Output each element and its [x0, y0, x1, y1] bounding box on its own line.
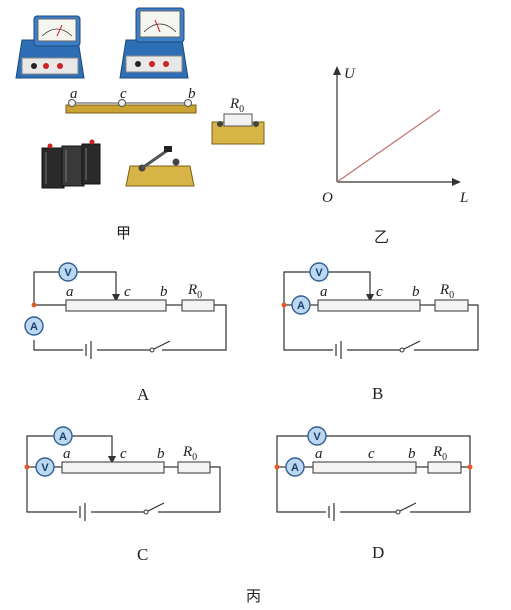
svg-text:A: A — [59, 431, 67, 443]
resistor-r0 — [181, 299, 215, 312]
ul-graph: U L O 乙 — [322, 66, 468, 246]
caption-a: A — [137, 385, 150, 404]
caption-c: C — [137, 545, 148, 564]
svg-text:V: V — [313, 431, 321, 443]
svg-text:c: c — [368, 446, 375, 462]
side-meter — [24, 316, 44, 336]
svg-text:b: b — [408, 446, 416, 462]
svg-text:A: A — [297, 300, 305, 312]
svg-text:R0: R0 — [432, 444, 447, 463]
voltmeter-device — [119, 7, 189, 79]
svg-text:R0: R0 — [439, 282, 454, 301]
apparatus-panel: a c b R0 — [15, 7, 265, 242]
svg-text:R0: R0 — [182, 444, 197, 463]
caption-yi: 乙 — [374, 228, 389, 246]
svg-text:a: a — [66, 284, 74, 300]
circuit-d: V A a c b R0 D — [274, 426, 473, 562]
graph-y-label: U — [344, 66, 356, 82]
svg-text:b: b — [160, 284, 168, 300]
caption-bing: 丙 — [246, 587, 261, 605]
rod-label-c: c — [120, 86, 127, 102]
resistance-wire — [65, 299, 167, 312]
circuit-c: A V a c b R0 C — [24, 426, 221, 564]
x-axis-arrow — [452, 178, 461, 186]
svg-text:V: V — [41, 462, 49, 474]
switch-device — [125, 146, 195, 187]
svg-text:c: c — [376, 284, 383, 300]
svg-text:b: b — [157, 446, 165, 462]
resistance-wire-rod: a c b — [65, 86, 197, 114]
rod-label-a: a — [70, 86, 78, 102]
svg-text:R0: R0 — [187, 282, 202, 301]
caption-d: D — [372, 543, 384, 562]
svg-text:a: a — [63, 446, 71, 462]
ammeter-device — [15, 15, 85, 79]
svg-text:V: V — [64, 267, 72, 279]
svg-text:c: c — [120, 446, 127, 462]
resistor-label: R0 — [229, 96, 244, 115]
circuit-b: V A a c b R0 B — [281, 262, 479, 403]
svg-text:a: a — [315, 446, 323, 462]
circuit-a: V A a c b R0 A — [24, 262, 227, 404]
battery-device — [41, 139, 101, 189]
resistor-device: R0 — [211, 96, 265, 145]
graph-x-label: L — [459, 190, 468, 206]
graph-origin: O — [322, 190, 333, 206]
svg-text:V: V — [315, 267, 323, 279]
svg-text:c: c — [124, 284, 131, 300]
y-axis-arrow — [333, 66, 341, 75]
ul-line — [336, 109, 441, 183]
caption-jia: 甲 — [116, 224, 131, 242]
rod-label-b: b — [188, 86, 196, 102]
top-meter — [58, 262, 78, 282]
svg-text:b: b — [412, 284, 420, 300]
caption-b: B — [372, 384, 383, 403]
svg-text:A: A — [291, 462, 299, 474]
svg-text:A: A — [30, 321, 38, 333]
svg-text:a: a — [320, 284, 328, 300]
